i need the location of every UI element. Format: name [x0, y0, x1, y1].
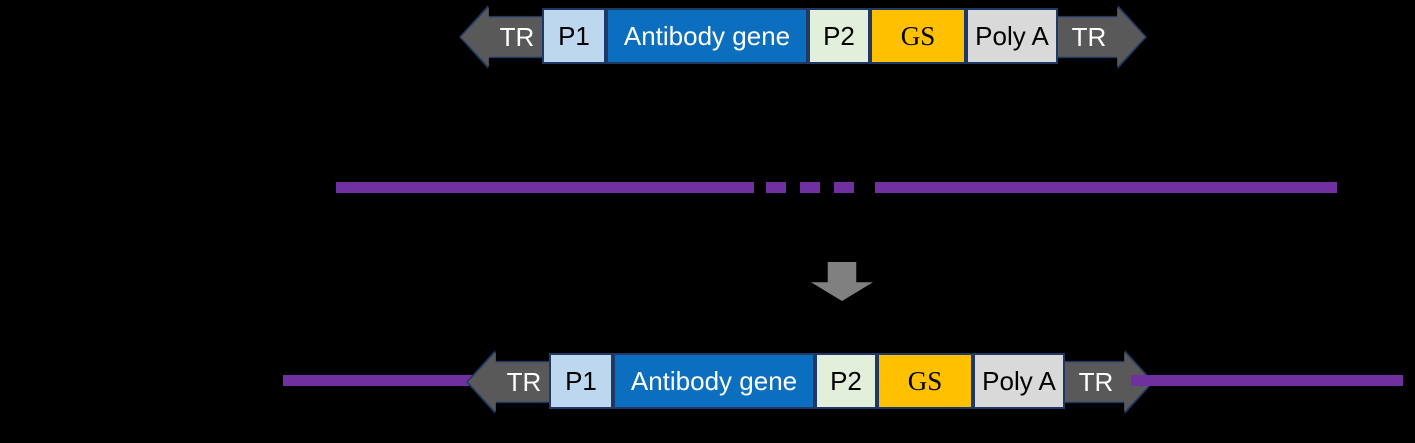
top-block-p1-label: P1 [558, 21, 590, 51]
bottom-block-p1-label: P1 [565, 366, 597, 396]
bottom-flank-right-genome [1131, 375, 1403, 386]
top-block-gs: GS [870, 8, 966, 64]
genome-segment-solid-right [875, 182, 1337, 193]
genome-segment-solid-left [336, 182, 754, 193]
top-block-p2: P2 [808, 8, 870, 64]
bottom-block-poly-a-label: Poly A [982, 366, 1056, 396]
integration-process-arrow [811, 262, 873, 301]
genome-segment-dash-2 [800, 182, 820, 193]
genome-segment-dash-1 [766, 182, 786, 193]
top-block-poly-a-label: Poly A [975, 21, 1049, 51]
top-block-p2-label: P2 [823, 21, 855, 51]
bottom-block-gs-label: GS [907, 365, 943, 396]
bottom-block-p2-label: P2 [830, 366, 862, 396]
top-block-antibody-gene-label: Antibody gene [623, 21, 791, 51]
bottom-block-gs: GS [877, 353, 973, 409]
top-block-p1: P1 [542, 8, 606, 64]
bottom-block-poly-a: Poly A [973, 353, 1065, 409]
bottom-block-p1: P1 [549, 353, 613, 409]
bottom-flank-left-genome [283, 375, 477, 386]
top-block-antibody-gene: Antibody gene [606, 8, 808, 64]
genome-segment-dash-3 [834, 182, 854, 193]
bottom-block-antibody-gene-label: Antibody gene [630, 366, 798, 396]
top-block-gs-label: GS [900, 20, 936, 51]
bottom-block-antibody-gene: Antibody gene [613, 353, 815, 409]
bottom-block-p2: P2 [815, 353, 877, 409]
top-block-poly-a: Poly A [966, 8, 1058, 64]
